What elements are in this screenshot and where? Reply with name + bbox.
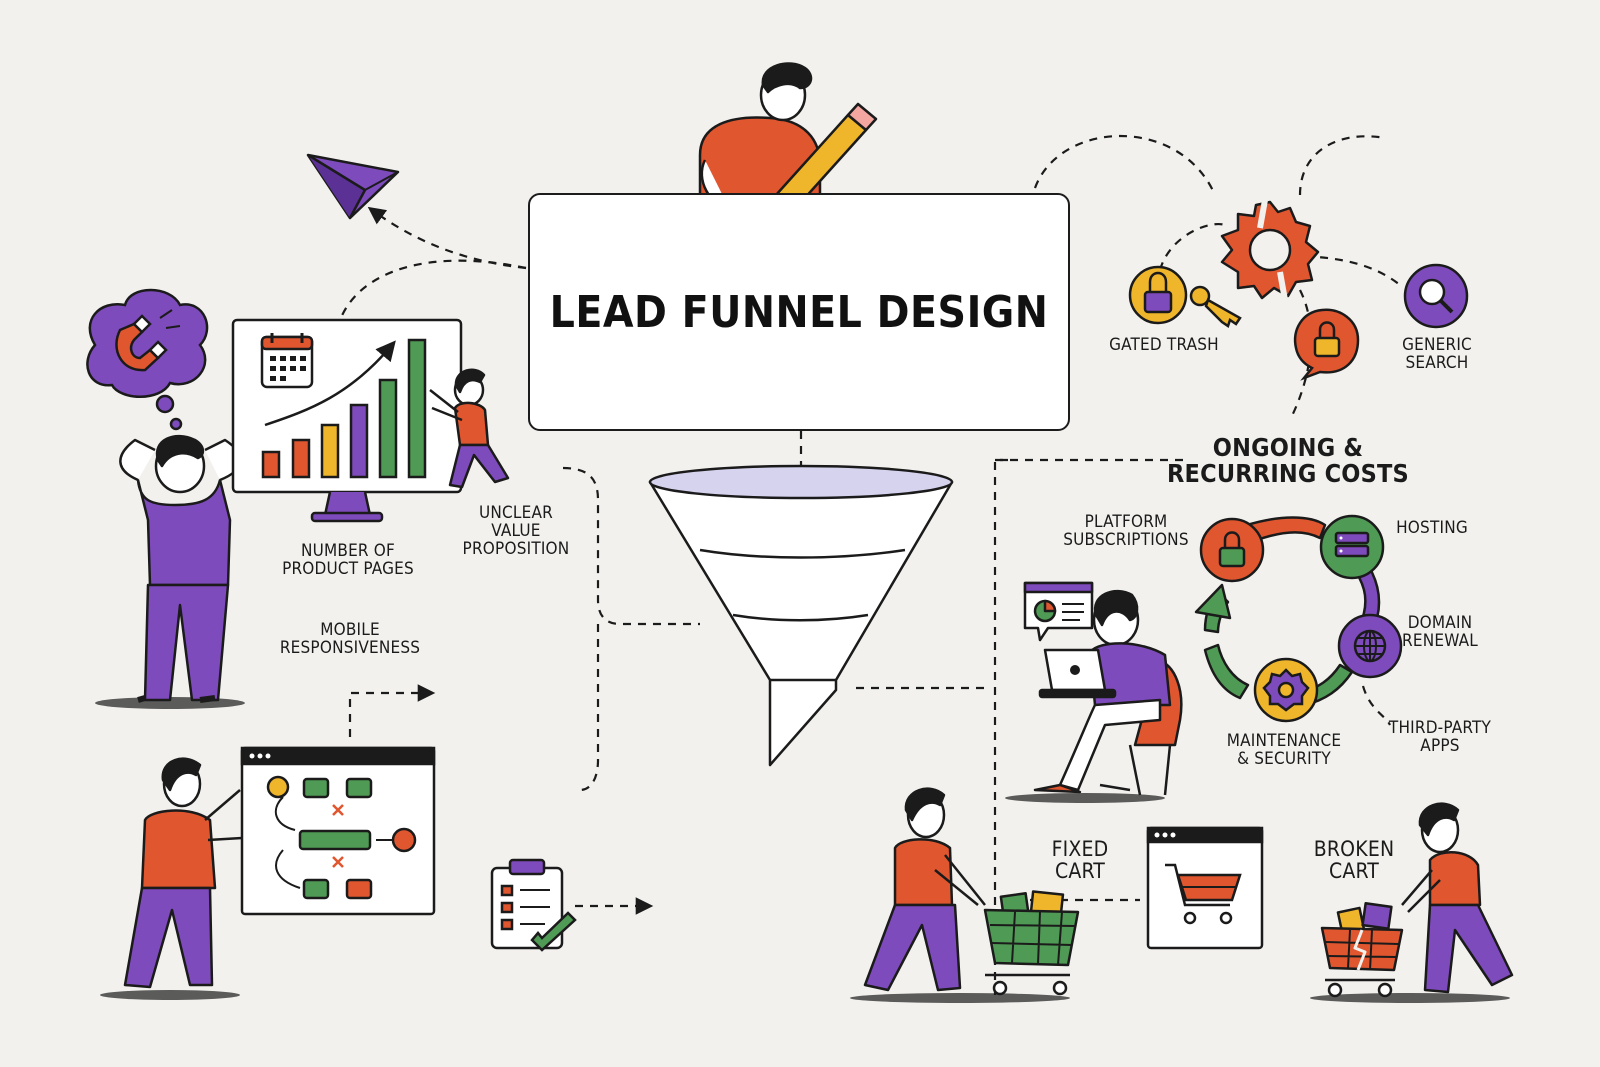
clipboard-icon [490, 858, 577, 952]
label-third-party-apps: THIRD-PARTY APPS [1388, 718, 1492, 756]
label-hosting: HOSTING [1396, 518, 1468, 538]
laptop-icon [1038, 648, 1117, 699]
person-with-laptop [1005, 581, 1183, 803]
cart-browser-window [1146, 826, 1264, 950]
label-maintenance-security: MAINTENANCE & SECURITY [1226, 731, 1342, 769]
dashed-connectors [338, 135, 1401, 1000]
paper-plane-icon [306, 153, 400, 220]
label-gated-trash: GATED TRASH [1109, 335, 1219, 355]
label-mobile-responsiveness: MOBILE RESPONSIVENESS [279, 620, 421, 658]
funnel-icon [648, 464, 954, 767]
label-platform-subscriptions: PLATFORM SUBSCRIPTIONS [1063, 512, 1189, 550]
pie-chart-icon [1023, 581, 1094, 642]
gear-icon [1253, 657, 1319, 723]
label-domain-renewal: DOMAIN RENEWAL [1402, 613, 1478, 651]
magnet-icon [115, 309, 181, 372]
title-box: LEAD FUNNEL DESIGN [528, 193, 1070, 431]
label-value-proposition: UNCLEAR VALUE PROPOSITION [462, 503, 570, 559]
globe-icon [1337, 613, 1403, 679]
pushing-person [429, 368, 510, 489]
workflow-browser [240, 746, 436, 916]
padlock-icon [1199, 517, 1265, 583]
padlock-icon [1293, 308, 1360, 381]
person-fixed-cart [850, 787, 1080, 1003]
monitor-bar-chart [231, 318, 463, 523]
label-generic-search: GENERIC SEARCH [1402, 335, 1472, 373]
heading-recurring-costs: ONGOING & RECURRING COSTS [1167, 433, 1409, 489]
person-at-workflow [100, 757, 243, 1000]
page-title: LEAD FUNNEL DESIGN [549, 286, 1049, 338]
server-icon [1319, 514, 1385, 580]
label-fixed-cart: FIXED CART [1051, 837, 1109, 884]
calendar-icon [260, 333, 314, 389]
padlock-icon [1128, 265, 1188, 325]
gear-icon [1220, 199, 1320, 301]
shopping-cart-icon [983, 890, 1080, 996]
confused-person [95, 434, 245, 709]
cost-cycle-ring [1194, 516, 1381, 707]
thought-bubble [86, 288, 209, 431]
magnifier-icon [1403, 263, 1469, 329]
shopping-cart-icon [1165, 863, 1242, 925]
key-icon [1189, 285, 1242, 328]
label-product-pages: NUMBER OF PRODUCT PAGES [282, 541, 414, 579]
shopping-cart-icon [1320, 902, 1404, 998]
person-broken-cart [1310, 802, 1514, 1003]
label-broken-cart: BROKEN CART [1313, 837, 1395, 884]
